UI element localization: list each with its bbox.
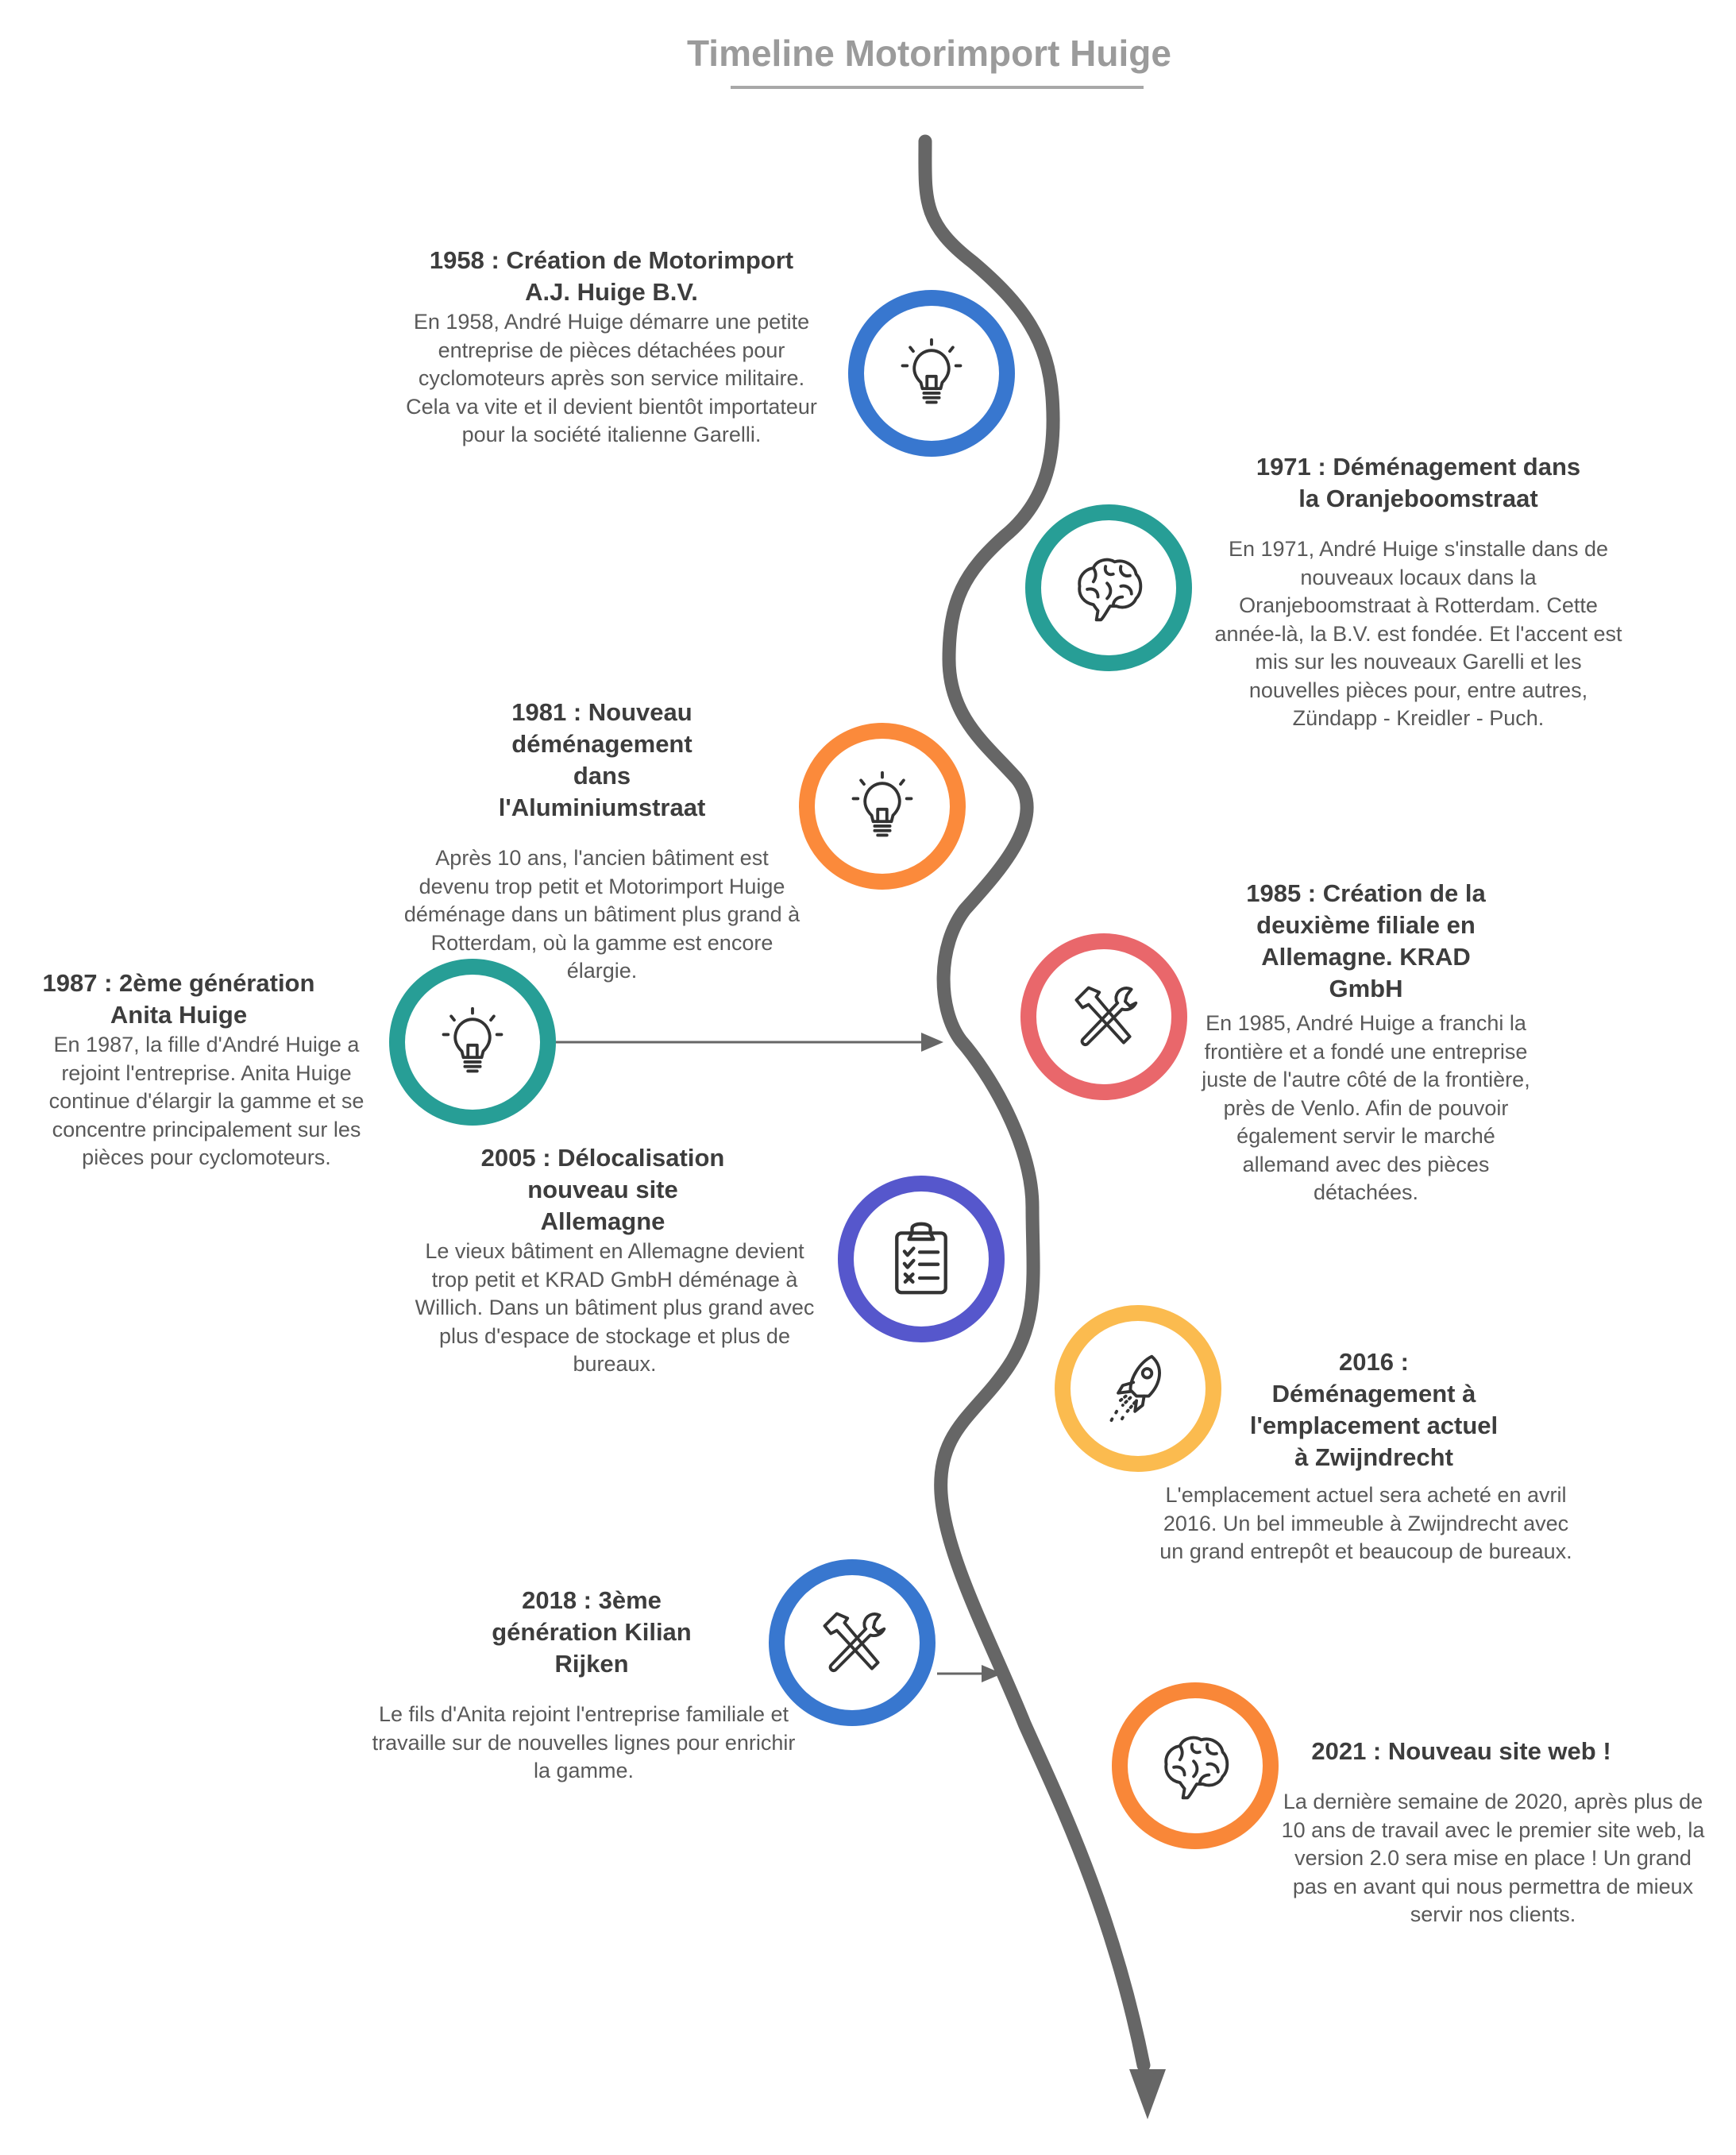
- event-2016: 2016 : Déménagement à l'emplacement actu…: [1159, 1346, 1572, 1566]
- event-title: 1985 : Création de la deuxième filiale e…: [1246, 879, 1486, 1002]
- page-title: Timeline Motorimport Huige: [687, 33, 1171, 74]
- timeline-end-arrowhead: [1129, 2069, 1166, 2119]
- brain-icon: [1164, 1736, 1229, 1800]
- event-title: 1971 : Déménagement dans la Oranjeboomst…: [1256, 453, 1581, 512]
- tools-icon: [1074, 986, 1138, 1046]
- lightbulb-icon: [901, 338, 963, 404]
- title-underline: [731, 86, 1144, 89]
- event-1987: 1987 : 2ème génération Anita Huige En 19…: [32, 967, 381, 1172]
- event-text: Après 10 ans, l'ancien bâtiment est deve…: [403, 846, 800, 983]
- node-1971: [1025, 504, 1192, 671]
- event-title: 2005 : Délocalisation nouveau site Allem…: [480, 1144, 725, 1235]
- tools-icon: [823, 1612, 886, 1672]
- event-text: En 1985, André Huige a franchi la fronti…: [1202, 1011, 1530, 1204]
- event-2018: 2018 : 3ème génération Kilian Rijken Le …: [361, 1585, 806, 1786]
- event-2021: 2021 : Nouveau site web ! La dernière se…: [1279, 1736, 1707, 1929]
- event-title: 1958 : Création de Motorimport A.J. Huig…: [429, 246, 794, 306]
- event-text: En 1958, André Huige démarre une petite …: [406, 310, 817, 446]
- node-1981: [799, 723, 966, 890]
- node-1987: [389, 959, 556, 1126]
- event-text: L'emplacement actuel sera acheté en avri…: [1159, 1483, 1572, 1563]
- event-title: 1981 : Nouveau déménagement dans l'Alumi…: [498, 698, 706, 821]
- node-2005: [838, 1176, 1005, 1342]
- event-title: 2018 : 3ème génération Kilian Rijken: [492, 1586, 692, 1678]
- lightbulb-icon: [442, 1006, 503, 1073]
- event-2005: 2005 : Délocalisation nouveau site Allem…: [408, 1142, 821, 1379]
- brain-icon: [1078, 558, 1143, 622]
- event-text: En 1971, André Huige s'installe dans de …: [1214, 537, 1622, 730]
- event-1971: 1971 : Déménagement dans la Oranjeboomst…: [1212, 451, 1625, 733]
- event-text: Le vieux bâtiment en Allemagne devient t…: [415, 1239, 815, 1376]
- connector-1987-arrowhead: [921, 1033, 943, 1052]
- event-text: Le fils d'Anita rejoint l'entreprise fam…: [372, 1702, 796, 1782]
- event-text: En 1987, la fille d'André Huige a rejoin…: [48, 1033, 365, 1169]
- lightbulb-icon: [851, 770, 913, 837]
- timeline-line: [918, 134, 1151, 2072]
- event-1981: 1981 : Nouveau déménagement dans l'Alumi…: [395, 697, 808, 986]
- node-1958: [848, 290, 1015, 457]
- rocket-icon: [1109, 1354, 1161, 1424]
- event-1958: 1958 : Création de Motorimport A.J. Huig…: [397, 245, 826, 450]
- event-title: 2021 : Nouveau site web !: [1311, 1737, 1611, 1765]
- event-title: 2016 : Déménagement à l'emplacement actu…: [1249, 1348, 1499, 1471]
- event-1985: 1985 : Création de la deuxième filiale e…: [1191, 878, 1541, 1207]
- node-1985: [1020, 933, 1187, 1100]
- event-title: 1987 : 2ème génération Anita Huige: [42, 969, 315, 1029]
- event-text: La dernière semaine de 2020, après plus …: [1281, 1790, 1705, 1926]
- node-2021: [1112, 1682, 1279, 1849]
- clipboard-checklist-icon: [895, 1222, 947, 1295]
- connector-2018-arrowhead: [982, 1665, 1002, 1682]
